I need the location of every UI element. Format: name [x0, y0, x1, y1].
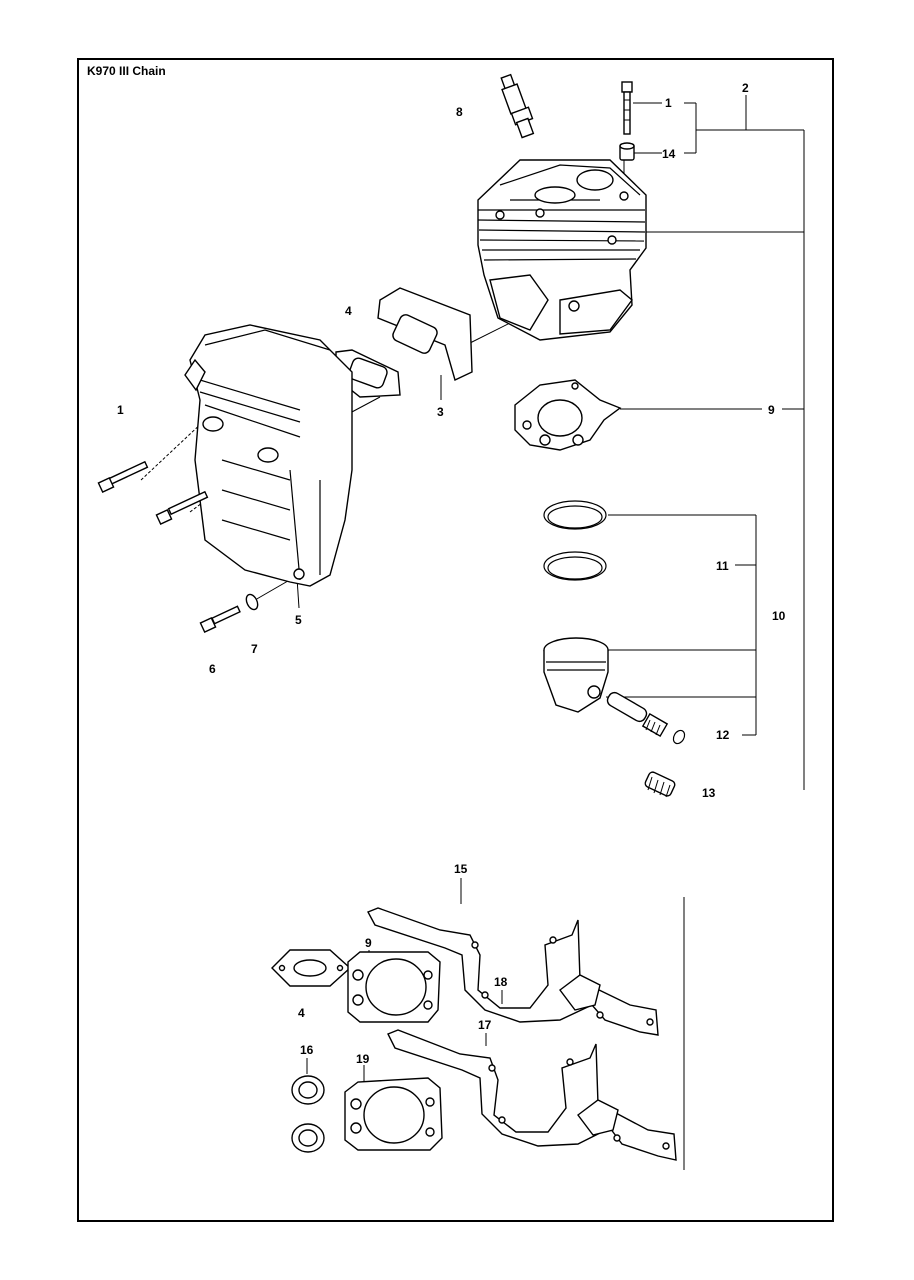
piston-ring-upper: [543, 500, 607, 530]
callout-5: 5: [295, 613, 302, 627]
exhaust-shield: [377, 287, 473, 381]
spacer-bushing: [293, 568, 305, 580]
crankcase-gasket-17: [387, 1029, 677, 1161]
needle-bearing-piston: [641, 712, 669, 738]
page-border: [77, 58, 834, 1222]
cylinder-base-gasket: [514, 379, 622, 451]
gasket-kit-cylinder-gasket: [347, 951, 441, 1023]
callout-labels: 1 1 2 3 4 4 5 6 7 8 9 9 10 11 12 13 14 1…: [117, 81, 786, 1066]
callout-14: 14: [662, 147, 676, 161]
callout-1-bolt: 1: [665, 96, 672, 110]
callout-10: 10: [772, 609, 786, 623]
muffler-bolt-upper: [97, 460, 149, 493]
gasket-kit-seal-lower: [291, 1123, 325, 1153]
piston-pin: [606, 691, 648, 723]
cylinder-bolt: [621, 81, 633, 135]
diagram-title: K970 III Chain: [87, 64, 166, 78]
gasket-kit-gasket-19: [344, 1077, 443, 1151]
muffler-bolt-lower: [155, 490, 209, 525]
callout-16: 16: [300, 1043, 314, 1057]
piston: [543, 637, 609, 713]
lock-washer: [245, 593, 259, 611]
callout-9-bottom: 9: [365, 936, 372, 950]
callout-4-top: 4: [345, 304, 352, 318]
callout-1-muffler: 1: [117, 403, 124, 417]
callout-17: 17: [478, 1018, 492, 1032]
bushing-washer: [619, 142, 635, 161]
gasket-kit-seal-upper: [291, 1075, 325, 1105]
circlip: [672, 729, 686, 745]
callout-3: 3: [437, 405, 444, 419]
callout-6: 6: [209, 662, 216, 676]
spark-plug: [500, 73, 535, 139]
needle-bearing: [644, 771, 676, 798]
callout-11: 11: [716, 559, 729, 573]
piston-ring-lower: [543, 551, 607, 581]
callout-9-top: 9: [768, 403, 775, 417]
callout-8: 8: [456, 105, 463, 119]
callout-4-bottom: 4: [298, 1006, 305, 1020]
leader-lines: [140, 95, 805, 1170]
muffler: [184, 324, 353, 587]
callout-7: 7: [251, 642, 258, 656]
gasket-kit-muffler-gasket: [271, 949, 352, 987]
cylinder: [477, 159, 647, 341]
callout-18: 18: [494, 975, 508, 989]
callout-19: 19: [356, 1052, 370, 1066]
crankcase-gasket-15: [367, 907, 659, 1036]
callout-2: 2: [742, 81, 749, 95]
callout-12: 12: [716, 728, 730, 742]
callout-13: 13: [702, 786, 716, 800]
muffler-screw: [199, 605, 241, 633]
callout-15: 15: [454, 862, 468, 876]
